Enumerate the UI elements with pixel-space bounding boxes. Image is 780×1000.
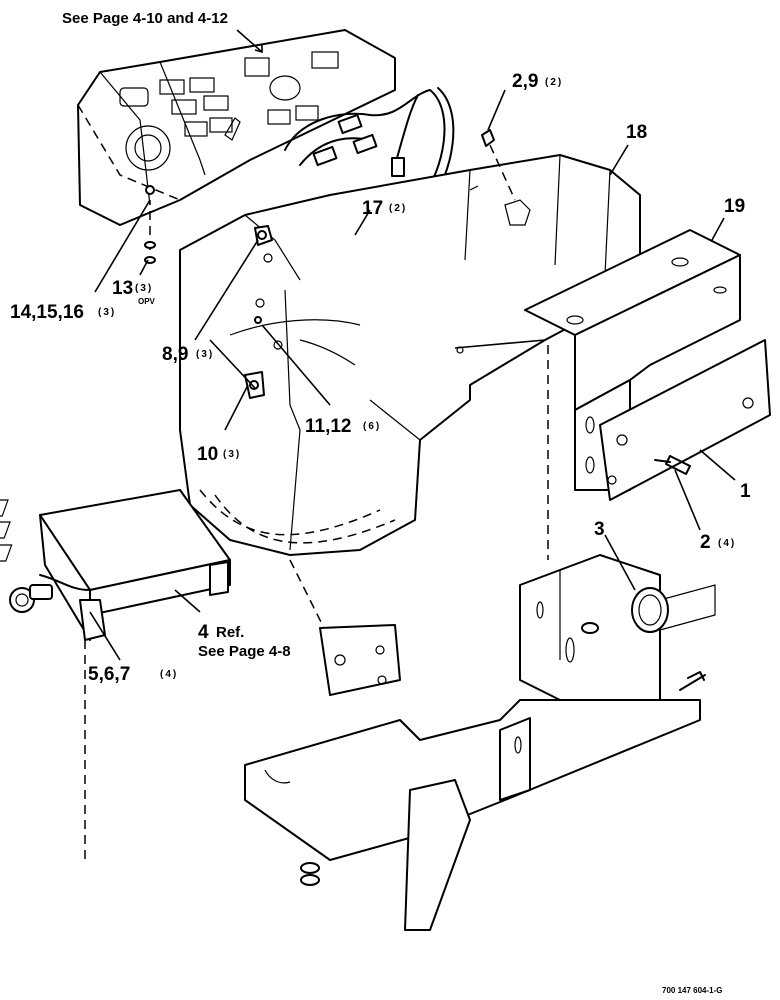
callout-17: 17 (362, 198, 383, 219)
callout-14-15-16: 14,15,16 (10, 302, 84, 323)
callout-labels: See Page 4-10 and 4-12 2,9 (2) 18 19 17 … (10, 10, 751, 995)
callout-2: 2 (700, 532, 711, 553)
callout-13: 13 (112, 278, 133, 299)
keypad-module (0, 489, 231, 641)
callout-8-9-qty: (3) (196, 349, 214, 360)
callout-13-opv: OPV (138, 297, 156, 306)
callout-19: 19 (724, 196, 745, 217)
callout-18: 18 (626, 122, 647, 143)
plate-1 (599, 339, 771, 501)
callout-2-9-qty: (2) (545, 77, 563, 88)
callout-11-12: 11,12 (305, 416, 352, 437)
leader-lines (89, 29, 736, 661)
callout-17-qty: (2) (389, 203, 407, 214)
callout-3: 3 (594, 519, 605, 540)
callout-2-qty: (4) (718, 538, 736, 549)
callout-1: 1 (740, 481, 751, 502)
callout-13-qty: (3) (135, 283, 153, 294)
figure-code: 700 147 604-1-G (662, 986, 723, 995)
cover-panel-18 (179, 154, 641, 556)
callout-8-9: 8,9 (162, 344, 188, 365)
callout-11-12-qty: (6) (363, 421, 381, 432)
grommet-3 (631, 587, 669, 633)
callout-10: 10 (197, 444, 218, 465)
callout-4: 4 (198, 622, 209, 643)
hardware (144, 129, 495, 399)
callout-14-15-16-qty: (3) (98, 307, 116, 318)
callout-2-9: 2,9 (512, 71, 538, 92)
see-page-top-callout: See Page 4-10 and 4-12 (62, 10, 228, 27)
callout-4-see-page: See Page 4-8 (198, 643, 291, 660)
callout-4-ref: Ref. (216, 624, 244, 641)
callout-5-6-7: 5,6,7 (88, 664, 130, 685)
callout-10-qty: (3) (223, 449, 241, 460)
control-console (77, 29, 396, 226)
frame-assembly (244, 554, 716, 931)
callout-5-6-7-qty: (4) (160, 669, 178, 680)
